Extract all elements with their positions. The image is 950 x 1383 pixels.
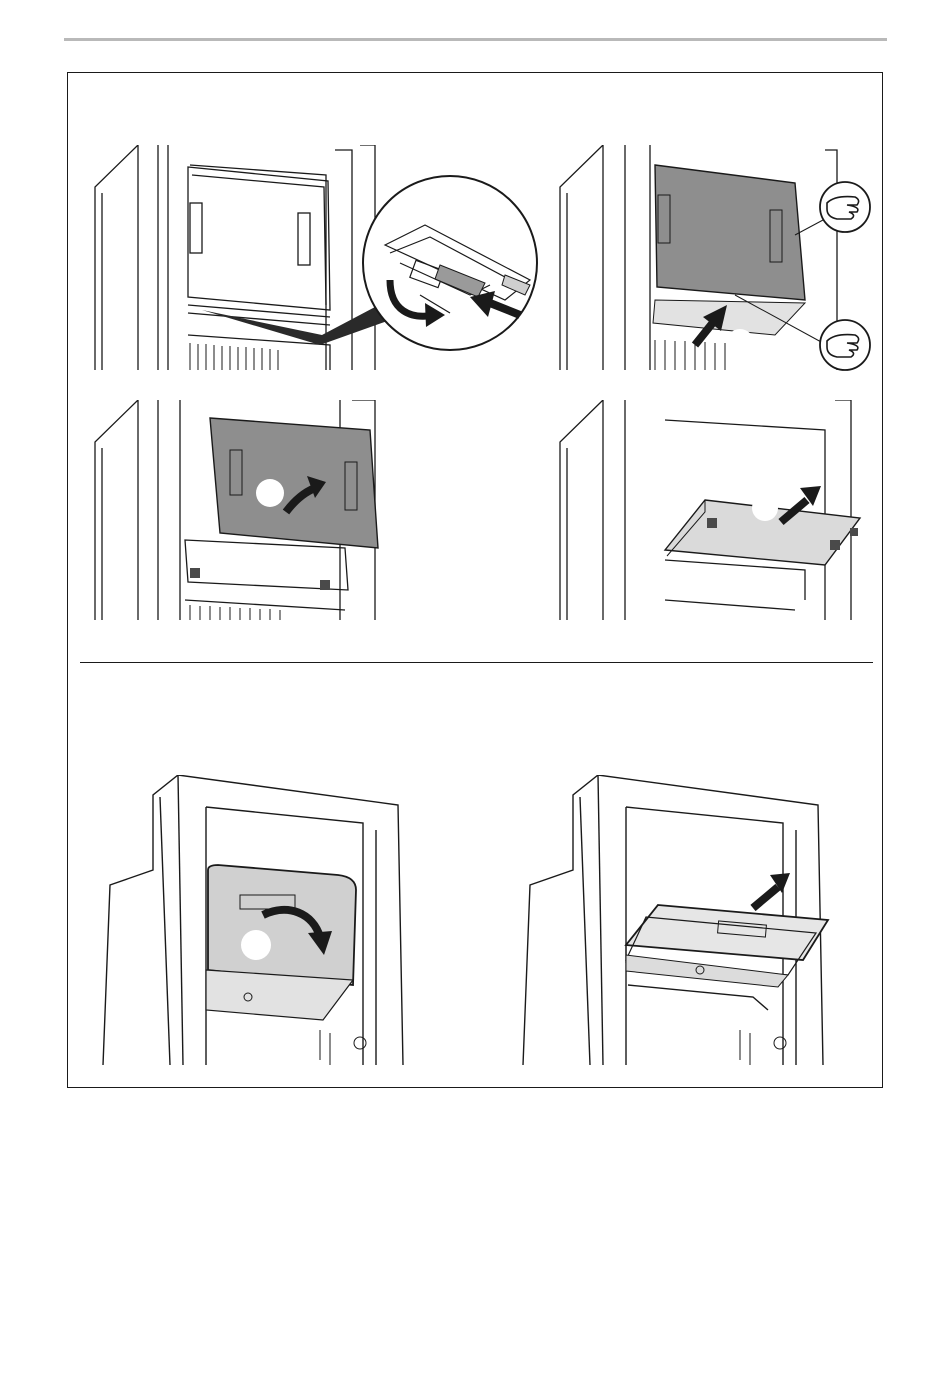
hand-press-icon <box>820 182 870 232</box>
step-4-illustration <box>555 400 885 625</box>
step-4-drawing <box>555 400 885 625</box>
step-1-illustration <box>90 145 550 380</box>
magnifier-callout-icon <box>363 176 537 350</box>
header-rule <box>64 38 887 41</box>
step-5-drawing <box>98 775 418 1070</box>
step-5-illustration <box>98 775 418 1070</box>
hand-press-icon <box>820 320 870 370</box>
step-2-drawing <box>555 145 885 380</box>
step-3-illustration <box>90 400 390 625</box>
step-3-drawing <box>90 400 390 625</box>
step-6-drawing <box>518 775 838 1070</box>
step-1-drawing <box>90 145 550 380</box>
section-divider <box>80 662 873 663</box>
step-6-illustration <box>518 775 838 1070</box>
step-2-illustration <box>555 145 885 380</box>
